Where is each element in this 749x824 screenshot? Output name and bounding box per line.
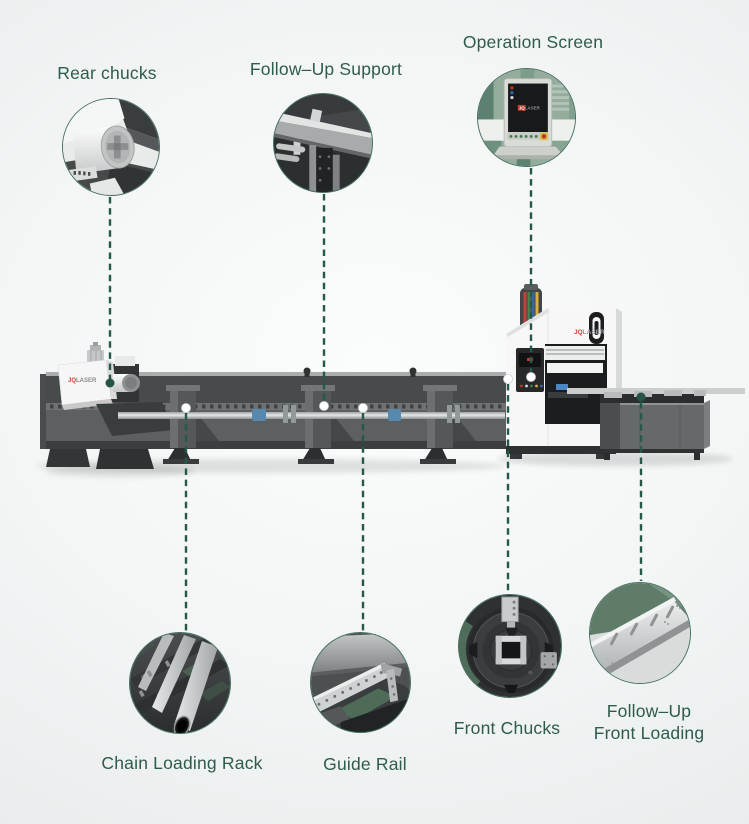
follow-up-front-loading-label: Follow–Up Front Loading xyxy=(594,700,705,744)
connector-dots xyxy=(105,372,646,413)
guide-rail-photo xyxy=(310,632,411,733)
connector-dot-follow-up-support xyxy=(319,401,329,411)
follow-up-support-label: Follow–Up Support xyxy=(249,59,403,79)
connector-dot-chain-loading-rack xyxy=(181,403,191,413)
front-chucks-label: Front Chucks xyxy=(453,718,561,738)
rear-chucks-photo xyxy=(62,98,160,196)
connector-dot-guide-rail xyxy=(358,403,368,413)
chain-loading-rack-label: Chain Loading Rack xyxy=(101,753,263,773)
support-stand xyxy=(420,385,476,464)
connector-dot-front-chucks xyxy=(503,374,513,384)
follow-up-support-photo xyxy=(273,93,373,193)
guide-rail-art xyxy=(311,633,410,732)
rear-chucks-label: Rear chucks xyxy=(57,63,157,83)
machine-shadow xyxy=(35,452,733,477)
connector-dot-rear-chucks xyxy=(105,378,115,388)
follow-up-front-loading-art xyxy=(590,583,690,683)
machine-tower: JQLASER xyxy=(506,284,622,459)
support-stand xyxy=(298,385,354,464)
screen xyxy=(508,83,548,133)
connector-lines xyxy=(108,168,643,631)
operation-screen-photo: JQLASER xyxy=(477,68,576,167)
operation-screen-label: Operation Screen xyxy=(462,32,604,52)
connector-dot-operation-screen xyxy=(526,372,536,382)
follow-up-front-loading-photo xyxy=(589,582,691,684)
chain-loading-rack-photo xyxy=(129,632,231,734)
rear-chucks-art xyxy=(63,99,159,195)
follow-up-support-art xyxy=(274,94,372,192)
operation-screen-art: JQLASER xyxy=(478,69,575,166)
brand-logo-housing: JQLASER xyxy=(68,378,97,384)
brand-logo-screen: JQLASER xyxy=(519,106,541,111)
connector-dot-follow-up-front-loading xyxy=(636,392,646,402)
front-chucks-art xyxy=(459,595,561,697)
workpiece-tube xyxy=(118,405,505,423)
guide-rail-label: Guide Rail xyxy=(323,754,407,774)
chain-loading-rack-art xyxy=(130,633,230,733)
output-table xyxy=(567,388,745,460)
brand-logo-tower: JQLASER xyxy=(574,329,605,336)
follow-up-front-loading-label-line1: Follow–Up xyxy=(606,701,692,721)
front-chucks-photo xyxy=(458,594,562,698)
follow-up-front-loading-label-line2: Front Loading xyxy=(593,723,705,743)
